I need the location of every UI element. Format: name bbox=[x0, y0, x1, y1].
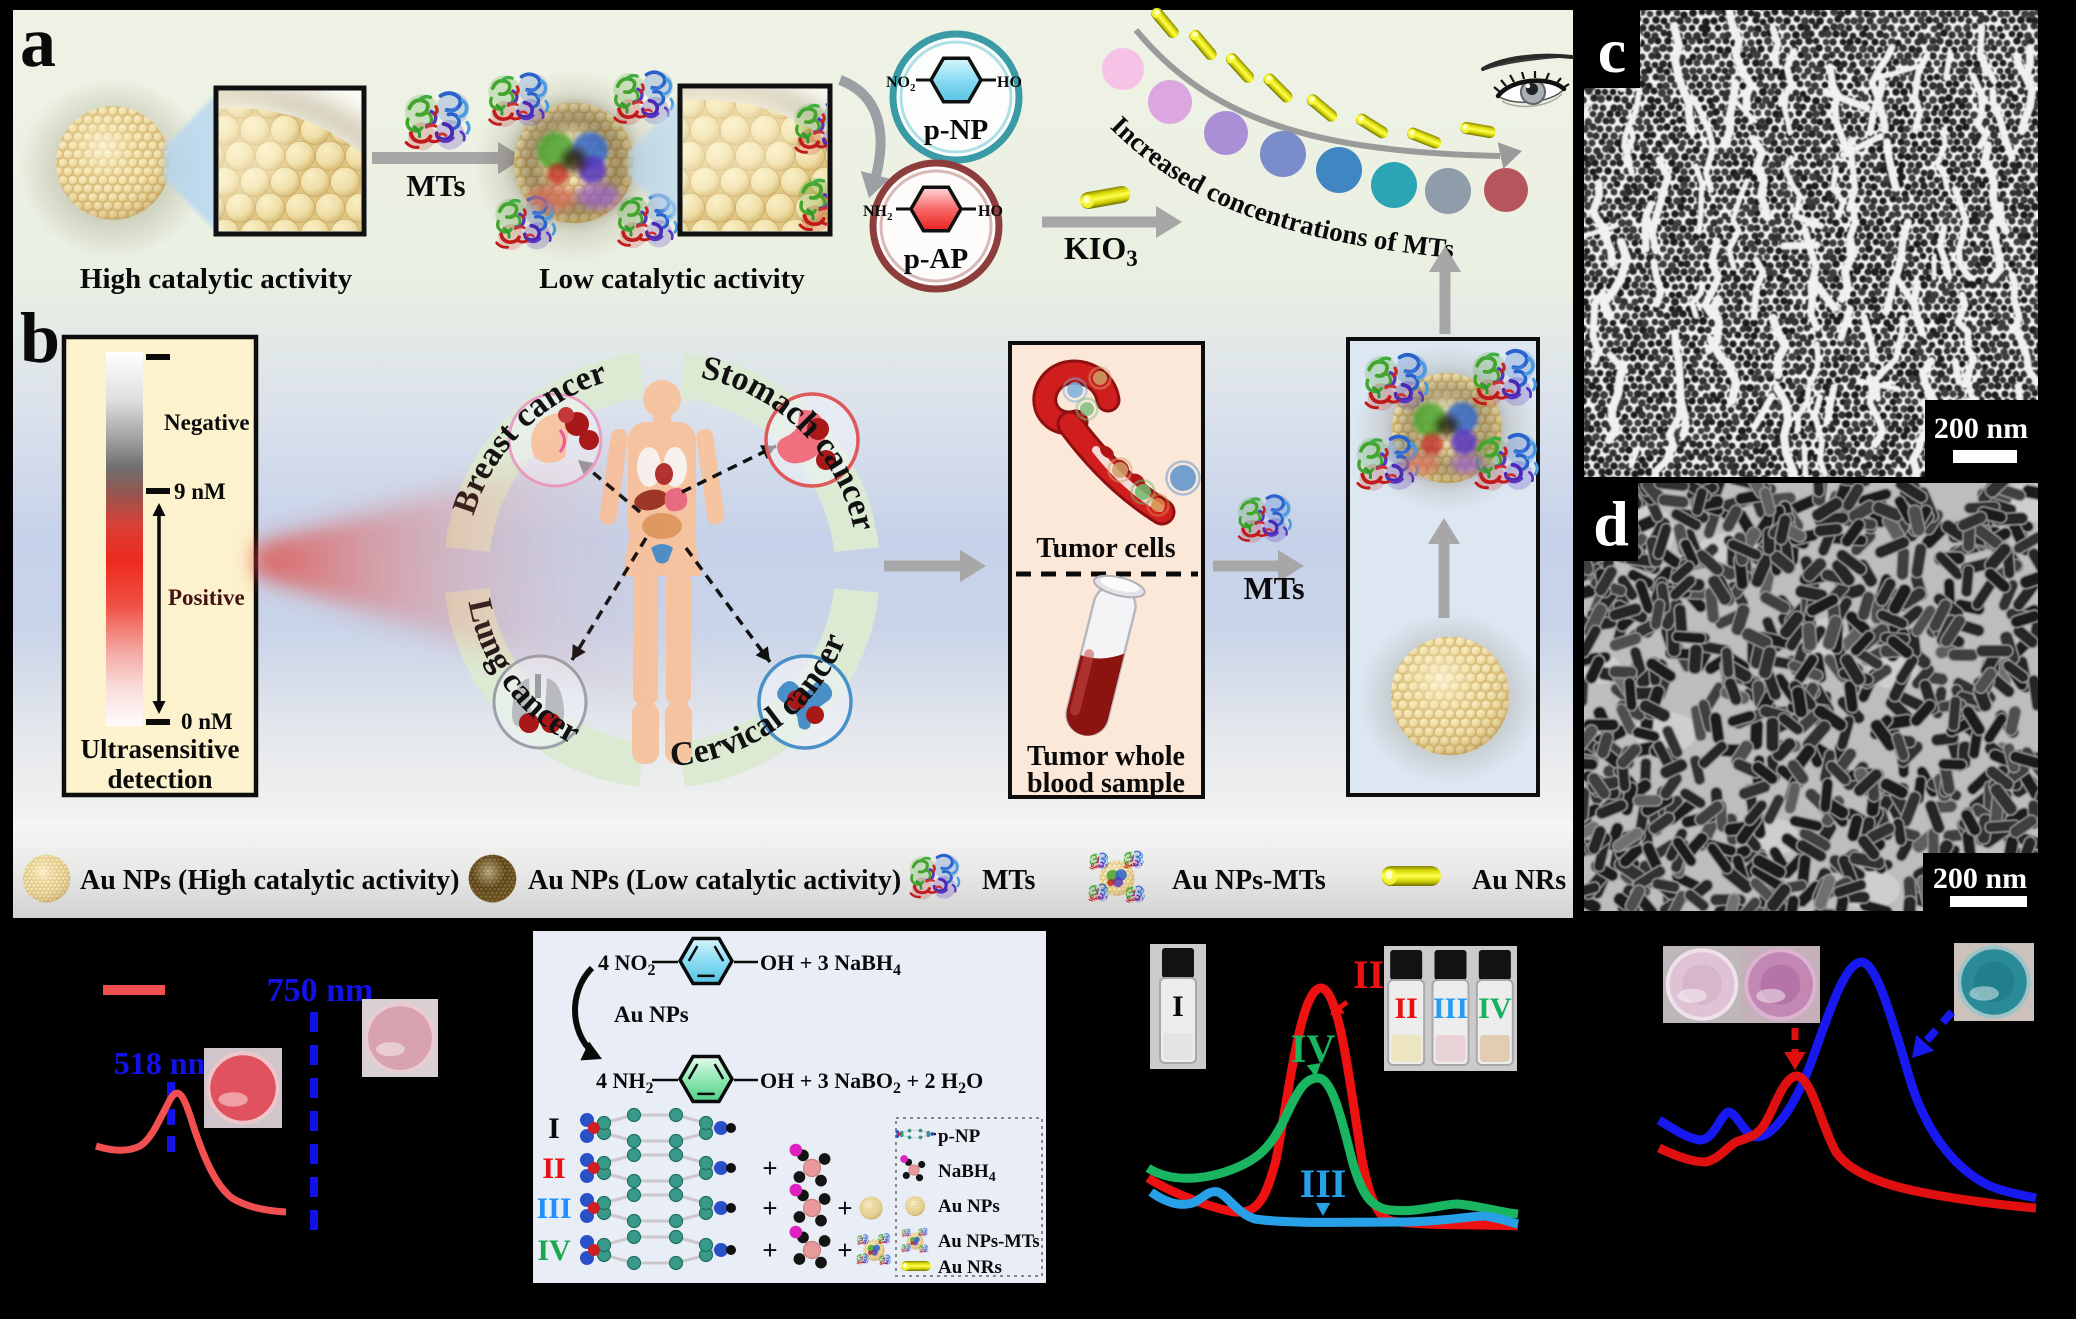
svg-text:Negative: Negative bbox=[164, 410, 250, 435]
svg-text:IV: IV bbox=[537, 1234, 571, 1267]
svg-text:4 NH2: 4 NH2 bbox=[596, 1068, 654, 1097]
svg-text:II: II bbox=[1353, 952, 1384, 997]
svg-text:Au NPs-MTs: Au NPs-MTs bbox=[1172, 865, 1326, 896]
svg-text:I: I bbox=[548, 1112, 560, 1145]
svg-text:KIO3: KIO3 bbox=[1064, 230, 1138, 271]
svg-text:III: III bbox=[1300, 1161, 1347, 1206]
svg-text:OH + 3 NaBO2 + 2 H2O: OH + 3 NaBO2 + 2 H2O bbox=[760, 1068, 983, 1097]
svg-text:9 nM: 9 nM bbox=[174, 479, 226, 504]
svg-text:750 nm: 750 nm bbox=[267, 972, 374, 1009]
svg-text:+: + bbox=[837, 1235, 852, 1265]
svg-text:518 nm: 518 nm bbox=[114, 1045, 215, 1081]
svg-text:Low catalytic activity: Low catalytic activity bbox=[539, 263, 805, 295]
svg-text:Au NRs: Au NRs bbox=[1472, 865, 1566, 896]
svg-text:Au NPs: Au NPs bbox=[938, 1196, 1000, 1217]
svg-text:+: + bbox=[762, 1193, 777, 1223]
svg-text:II: II bbox=[542, 1152, 565, 1185]
svg-text:Au NPs (Low catalytic activity: Au NPs (Low catalytic activity) bbox=[528, 865, 901, 896]
svg-text:IV: IV bbox=[1291, 1026, 1336, 1071]
svg-text:0 nM: 0 nM bbox=[181, 709, 233, 734]
svg-text:200 nm: 200 nm bbox=[1933, 862, 2027, 895]
svg-text:OH + 3 NaBH4: OH + 3 NaBH4 bbox=[760, 950, 901, 979]
svg-text:Positive: Positive bbox=[168, 585, 245, 610]
svg-text:p-NP: p-NP bbox=[924, 114, 988, 146]
svg-text:NO2: NO2 bbox=[886, 74, 916, 94]
svg-text:NaBH4: NaBH4 bbox=[938, 1161, 996, 1185]
svg-text:HO: HO bbox=[978, 203, 1003, 220]
svg-text:III: III bbox=[536, 1192, 571, 1225]
svg-text:Au NPs-MTs: Au NPs-MTs bbox=[938, 1232, 1040, 1252]
svg-text:200 nm: 200 nm bbox=[1934, 412, 2028, 445]
svg-text:HO: HO bbox=[997, 74, 1022, 91]
svg-text:+: + bbox=[837, 1193, 852, 1223]
svg-text:p-AP: p-AP bbox=[904, 243, 968, 275]
svg-text:II: II bbox=[1394, 992, 1417, 1025]
svg-text:Au NPs: Au NPs bbox=[614, 1002, 689, 1027]
svg-text:+: + bbox=[762, 1235, 777, 1265]
svg-text:d: d bbox=[1593, 488, 1629, 559]
svg-text:c: c bbox=[1598, 15, 1626, 86]
svg-text:b: b bbox=[20, 298, 60, 378]
svg-text:Tumor cells: Tumor cells bbox=[1036, 533, 1175, 564]
svg-text:I: I bbox=[1172, 990, 1184, 1023]
svg-text:+: + bbox=[762, 1153, 777, 1183]
svg-text:III: III bbox=[1433, 992, 1468, 1025]
svg-text:p-NP: p-NP bbox=[938, 1126, 981, 1147]
svg-text:Tumor whole: Tumor whole bbox=[1027, 741, 1185, 772]
svg-text:a: a bbox=[20, 2, 56, 82]
svg-text:NH2: NH2 bbox=[863, 203, 893, 223]
svg-text:blood sample: blood sample bbox=[1027, 768, 1185, 799]
svg-text:MTs: MTs bbox=[1243, 570, 1304, 606]
svg-text:MTs: MTs bbox=[982, 865, 1036, 896]
svg-text:Ultrasensitive: Ultrasensitive bbox=[81, 734, 240, 764]
svg-text:MTs: MTs bbox=[406, 168, 465, 203]
svg-text:Au NRs: Au NRs bbox=[938, 1257, 1002, 1278]
svg-text:4 NO2: 4 NO2 bbox=[598, 950, 656, 979]
svg-text:IV: IV bbox=[1478, 992, 1512, 1025]
svg-text:detection: detection bbox=[108, 764, 213, 794]
svg-text:High catalytic activity: High catalytic activity bbox=[80, 263, 353, 295]
svg-text:Au NPs (High catalytic activit: Au NPs (High catalytic activity) bbox=[80, 865, 460, 896]
